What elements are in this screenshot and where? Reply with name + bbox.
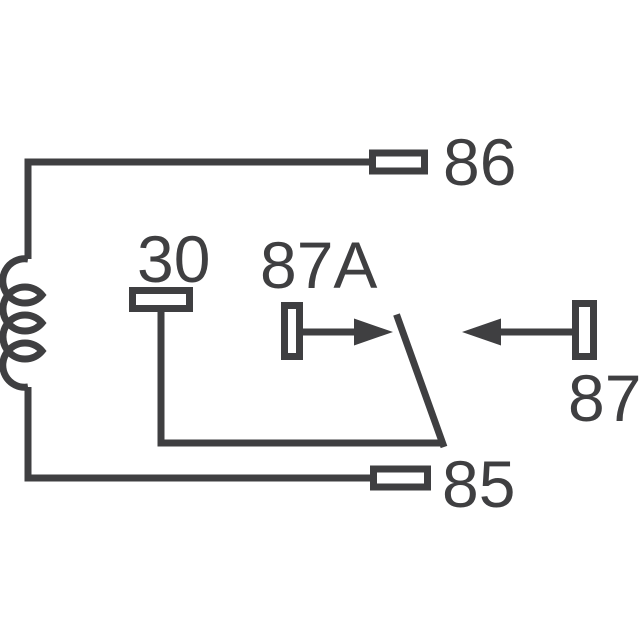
pin-87a-label: 87A xyxy=(260,228,377,302)
pin-86-label: 86 xyxy=(443,125,516,199)
terminal-87 xyxy=(572,300,597,360)
pin-85-label: 85 xyxy=(442,447,515,521)
terminal-86 xyxy=(369,149,428,175)
terminal-87a xyxy=(281,302,303,360)
movable-contact-arm xyxy=(393,313,448,449)
terminal-85 xyxy=(370,465,431,491)
pin-30-label: 30 xyxy=(137,222,210,296)
nc-arrow-right-icon xyxy=(354,318,393,346)
common-contact-wire xyxy=(157,309,441,447)
coil-bottom-wire xyxy=(24,387,374,482)
no-arrow-left-icon xyxy=(462,318,501,346)
pin-87-label: 87 xyxy=(568,361,640,435)
coil-inductor-icon xyxy=(0,255,47,391)
coil-top-wire xyxy=(24,158,370,259)
terminal-30 xyxy=(129,287,193,312)
